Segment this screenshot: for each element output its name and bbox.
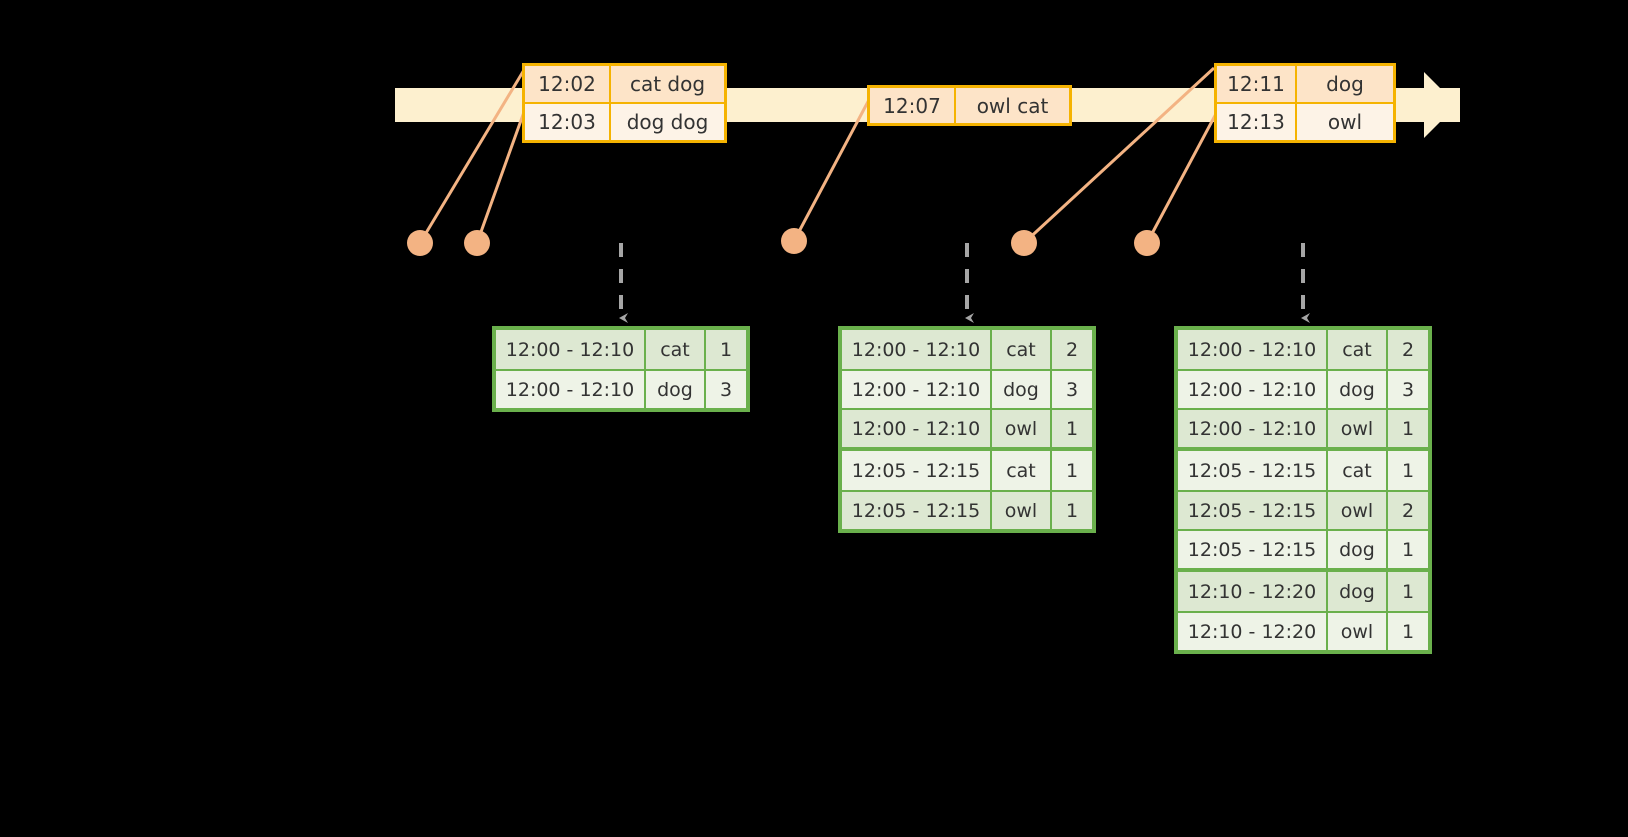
key-cell: owl — [1328, 492, 1388, 529]
event-words: owl cat — [976, 93, 1049, 118]
connector-dot-5 — [1134, 230, 1160, 256]
event-row: 12:07 owl cat — [870, 88, 1069, 123]
key-cell: owl — [1328, 613, 1388, 650]
key-cell: cat — [646, 330, 706, 369]
event-time: 12:13 — [1217, 104, 1297, 140]
connector-dot-4 — [1011, 230, 1037, 256]
key-cell: owl — [992, 410, 1052, 447]
event-time: 12:02 — [525, 66, 611, 102]
count-cell: 2 — [1401, 338, 1415, 361]
connector-dot-3 — [781, 228, 807, 254]
window-cell: 12:00 - 12:10 — [1178, 410, 1328, 447]
event-time: 12:07 — [870, 88, 956, 123]
key-cell: dog — [1328, 531, 1388, 568]
count-cell: 3 — [719, 378, 733, 401]
key-cell: dog — [1328, 572, 1388, 611]
count-cell: 2 — [1401, 499, 1415, 522]
timeline-arrow-icon — [1424, 72, 1457, 138]
connector-dot-1 — [407, 230, 433, 256]
connector-dot-2 — [464, 230, 490, 256]
key-cell: dog — [646, 371, 706, 408]
count-cell: 1 — [1401, 580, 1415, 603]
key-cell: cat — [1328, 330, 1388, 369]
key-cell: dog — [1328, 371, 1388, 408]
window-cell: 12:00 - 12:10 — [842, 330, 992, 369]
count-cell: 3 — [1401, 378, 1415, 401]
window-cell: 12:00 - 12:10 — [496, 371, 646, 408]
window-cell: 12:05 - 12:15 — [842, 451, 992, 490]
count-cell: 1 — [1065, 499, 1079, 522]
key-cell: cat — [1328, 451, 1388, 490]
window-cell: 12:00 - 12:10 — [1178, 371, 1328, 408]
window-cell: 12:10 - 12:20 — [1178, 613, 1328, 650]
event-words: cat dog — [629, 72, 706, 96]
event-row: 12:02 cat dog — [525, 66, 724, 102]
count-cell: 1 — [1065, 459, 1079, 482]
window-cell: 12:05 - 12:15 — [1178, 531, 1328, 568]
event-time: 12:11 — [1217, 66, 1297, 102]
window-cell: 12:00 - 12:10 — [842, 410, 992, 447]
connector-dots — [407, 228, 1160, 256]
event-time: 12:03 — [525, 104, 611, 140]
event-words: dog — [1326, 72, 1364, 96]
count-cell: 1 — [1401, 459, 1415, 482]
count-cell: 2 — [1065, 338, 1079, 361]
event-row: 12:13 owl — [1217, 102, 1393, 140]
key-cell: cat — [992, 451, 1052, 490]
event-row: 12:03 dog dog — [525, 102, 724, 140]
connector-line-2 — [475, 111, 526, 244]
key-cell: owl — [992, 492, 1052, 529]
down-arrows — [619, 243, 1310, 323]
event-box-1[interactable]: 12:02 cat dog 12:03 dog dog — [522, 63, 727, 143]
key-cell: dog — [992, 371, 1052, 408]
event-words: owl — [1327, 110, 1363, 134]
count-cell: 3 — [1065, 378, 1079, 401]
count-cell: 1 — [1065, 417, 1079, 440]
window-cell: 12:00 - 12:10 — [842, 371, 992, 408]
count-cell: 1 — [1401, 620, 1415, 643]
event-box-2[interactable]: 12:07 owl cat — [867, 85, 1072, 126]
event-box-3[interactable]: 12:11 dog 12:13 owl — [1214, 63, 1396, 143]
event-words: dog dog — [626, 110, 709, 134]
count-cell: 1 — [1401, 538, 1415, 561]
event-row: 12:11 dog — [1217, 66, 1393, 102]
window-cell: 12:05 - 12:15 — [1178, 451, 1328, 490]
window-cell: 12:00 - 12:10 — [1178, 330, 1328, 369]
window-cell: 12:05 - 12:15 — [1178, 492, 1328, 529]
window-cell: 12:10 - 12:20 — [1178, 572, 1328, 611]
count-cell: 1 — [719, 338, 733, 361]
key-cell: owl — [1328, 410, 1388, 447]
connector-line-5 — [1145, 109, 1220, 244]
window-cell: 12:00 - 12:10 — [496, 330, 646, 369]
window-cell: 12:05 - 12:15 — [842, 492, 992, 529]
count-cell: 1 — [1401, 417, 1415, 440]
key-cell: cat — [992, 330, 1052, 369]
